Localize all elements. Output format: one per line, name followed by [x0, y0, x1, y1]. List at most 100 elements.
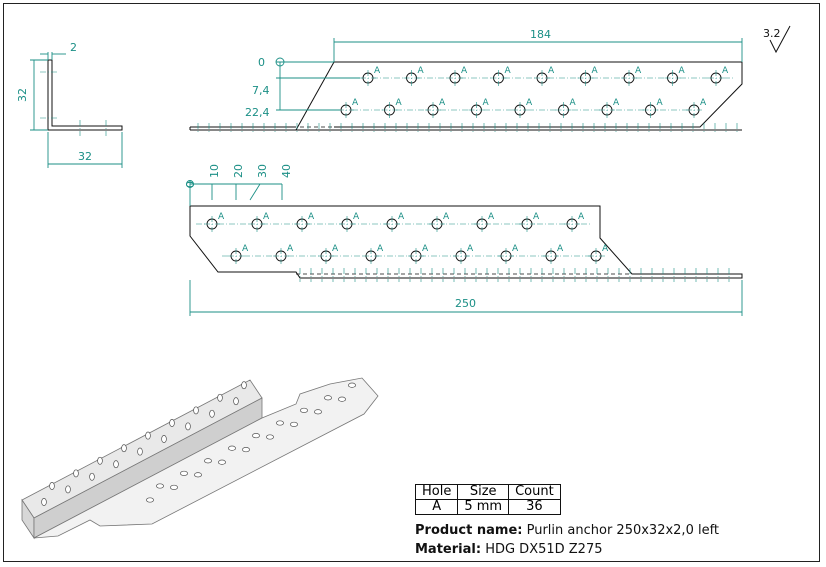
material-label: Material: [415, 542, 482, 557]
hole-label: A [353, 212, 360, 222]
iso-hole-icon [218, 459, 226, 465]
hole-label: A [679, 66, 686, 76]
iso-hole-icon [193, 406, 199, 415]
iso-hole-icon [113, 460, 119, 469]
iso-hole-icon [97, 456, 103, 465]
hole-label: A [700, 98, 707, 108]
top-offset-1: 7,4 [252, 84, 270, 97]
iso-hole-icon [314, 409, 322, 415]
iso-hole-icon [241, 381, 247, 390]
hole-label: A [602, 244, 609, 254]
iso-hole-icon [217, 393, 223, 402]
iso-hole-icon [252, 433, 260, 439]
table-header-count: Count [508, 484, 561, 500]
iso-hole-icon [137, 447, 143, 456]
iso-hole-icon [65, 485, 71, 494]
hole-label: A [657, 98, 664, 108]
iso-hole-icon [146, 497, 154, 503]
hole-label: A [422, 244, 429, 254]
hole-label: A [722, 66, 729, 76]
iso-hole-icon [194, 472, 202, 478]
side-thickness-label: 2 [70, 41, 77, 54]
iso-hole-icon [348, 382, 356, 388]
iso-hole-icon [300, 407, 308, 413]
hole-label: A [374, 66, 381, 76]
top-flange-ticks [197, 123, 738, 134]
hole-label: A [570, 98, 577, 108]
iso-hole-icon [233, 397, 239, 406]
hole-label: A [396, 98, 403, 108]
isometric-view [21, 377, 379, 540]
hole-label: A [592, 66, 599, 76]
hole-label: A [526, 98, 533, 108]
iso-hole-icon [89, 472, 95, 481]
iso-hole-icon [228, 445, 236, 451]
iso-hole-icon [156, 483, 164, 489]
iso-hole-icon [242, 447, 250, 453]
hole-label: A [483, 98, 490, 108]
material-line: Material: HDG DX51D Z275 [415, 542, 603, 557]
iso-hole-icon [145, 431, 151, 440]
top-length-label: 184 [530, 28, 551, 41]
isometric-holes [41, 381, 356, 506]
iso-hole-icon [180, 470, 188, 476]
table-cell-count: 36 [508, 499, 561, 515]
iso-hole-icon [169, 419, 175, 427]
front-flange-ticks [299, 268, 730, 282]
drawing-frame [3, 3, 820, 562]
front-length-label: 250 [455, 297, 476, 310]
hole-label: A [533, 212, 540, 222]
hole-label: A [557, 244, 564, 254]
front-offset-3: 30 [256, 164, 269, 178]
hole-label: A [398, 212, 405, 222]
side-width-label: 32 [78, 150, 92, 163]
hole-label: A [512, 244, 519, 254]
iso-hole-icon [290, 421, 298, 427]
table-header-hole: Hole [414, 484, 459, 500]
hole-label: A [242, 244, 249, 254]
iso-hole-icon [209, 409, 215, 418]
hole-label: A [467, 244, 474, 254]
roughness-symbol: 3.2 [763, 25, 791, 54]
hole-label: A [263, 212, 270, 222]
iso-hole-icon [121, 444, 127, 453]
table-cell-hole: A [414, 499, 459, 515]
hole-label: A [505, 66, 512, 76]
hole-label: A [439, 98, 446, 108]
iso-hole-icon [49, 482, 55, 490]
top-offset-2: 22,4 [245, 106, 270, 119]
spec-table: Hole Size Count A 5 mm 36 [414, 484, 561, 515]
side-view: 2 32 32 [16, 41, 123, 168]
table-header-size: Size [457, 484, 510, 500]
hole-label: A [578, 212, 585, 222]
iso-hole-icon [204, 458, 212, 464]
hole-label: A [548, 66, 555, 76]
product-name-label: Product name: [415, 523, 523, 538]
hole-label: A [461, 66, 468, 76]
front-offset-1: 10 [208, 164, 221, 178]
iso-hole-icon [185, 422, 191, 431]
side-height-label: 32 [16, 88, 29, 102]
hole-label: A [635, 66, 642, 76]
material-value: HDG DX51D Z275 [485, 542, 603, 557]
hole-label: A [613, 98, 620, 108]
product-name-line: Product name: Purlin anchor 250x32x2,0 l… [415, 523, 719, 538]
hole-label: A [443, 212, 450, 222]
iso-hole-icon [338, 396, 346, 402]
iso-hole-icon [276, 420, 284, 426]
product-name-value: Purlin anchor 250x32x2,0 left [526, 523, 720, 538]
table-cell-size: 5 mm [457, 499, 510, 515]
hole-label: A [377, 244, 384, 254]
iso-hole-icon [161, 435, 167, 443]
iso-hole-icon [266, 434, 274, 440]
iso-hole-icon [170, 484, 178, 490]
hole-label: A [488, 212, 495, 222]
front-offset-4: 40 [280, 164, 293, 178]
top-offset-0: 0 [258, 56, 265, 69]
hole-label: A [352, 98, 359, 108]
